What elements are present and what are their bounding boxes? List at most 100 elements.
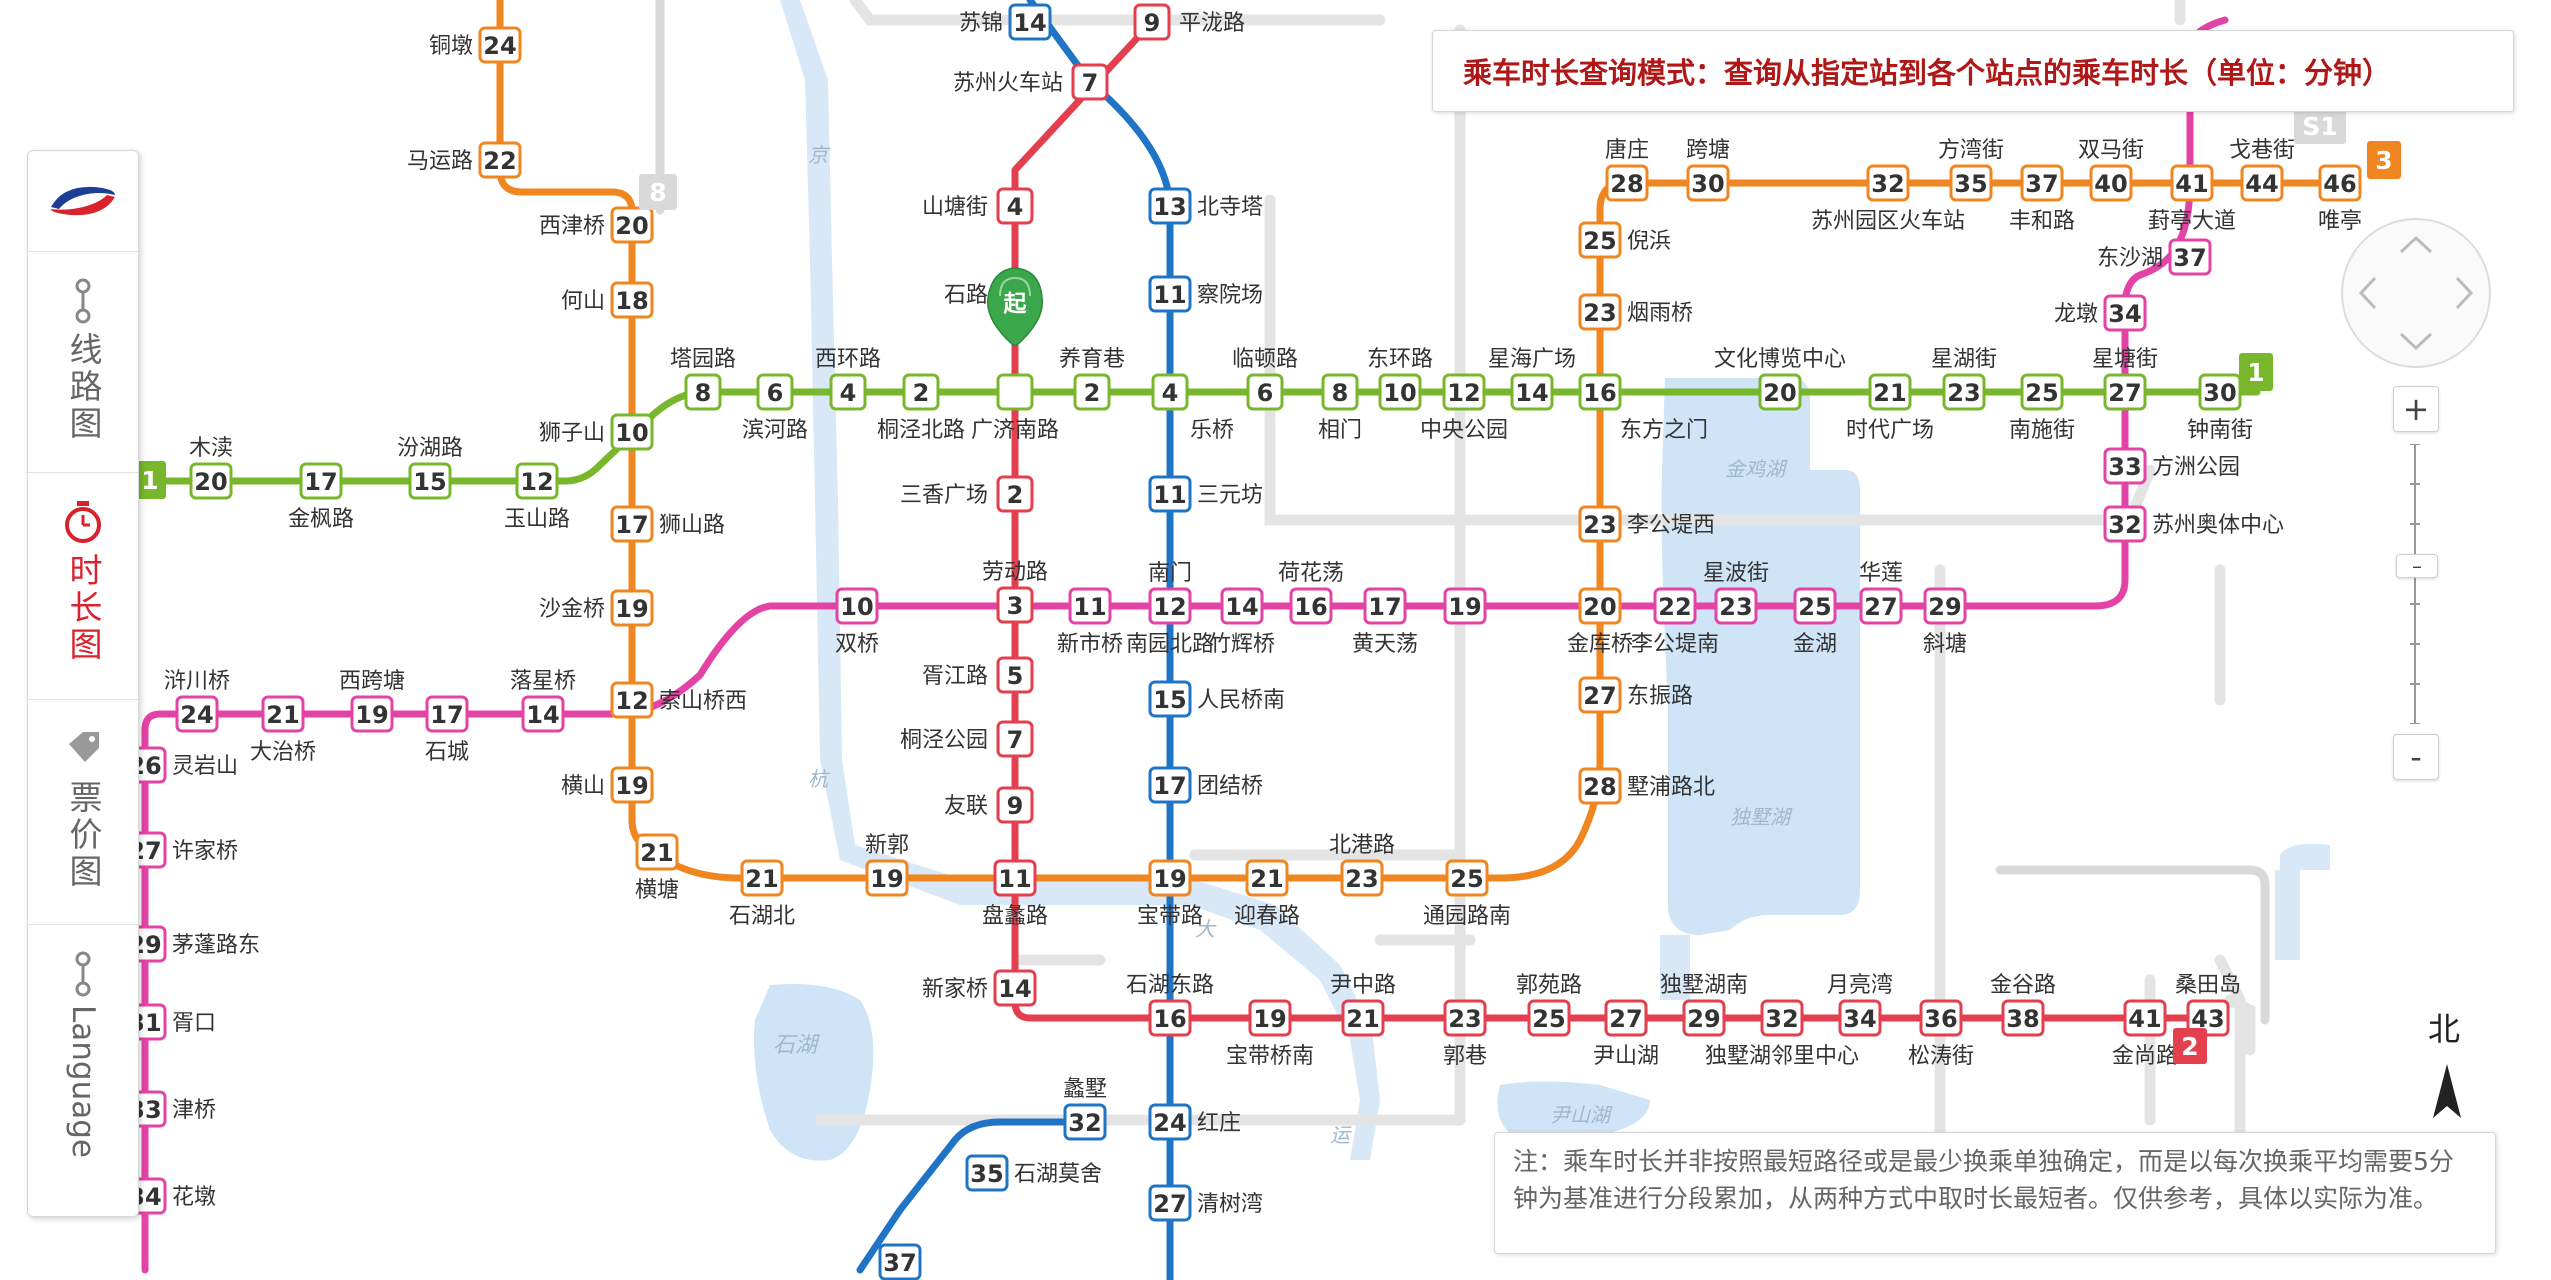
zoom-slider[interactable] xyxy=(2410,444,2420,724)
zoom-slider-handle[interactable]: – xyxy=(2396,554,2438,578)
station-unnamed-101[interactable]: 19 xyxy=(1443,587,1487,625)
sidebar-item-fare-map[interactable]: 票价图 xyxy=(28,700,138,925)
sidebar-item-language[interactable]: Language xyxy=(28,925,138,1215)
station-友联[interactable]: 9友联 xyxy=(944,786,1034,824)
pan-control[interactable] xyxy=(2341,218,2491,368)
station-unnamed-89[interactable]: 37 xyxy=(878,1243,922,1280)
station-相门[interactable]: 8相门 xyxy=(1318,373,1362,443)
zoom-out-button[interactable]: - xyxy=(2393,734,2439,780)
station-广济南路[interactable]: 广济南路 xyxy=(971,373,1059,443)
zoom-in-button[interactable]: + xyxy=(2393,386,2439,432)
start-marker[interactable]: 起 xyxy=(986,267,1044,346)
sidebar-item-route-map[interactable]: 线路图 xyxy=(28,252,138,473)
metro-logo[interactable] xyxy=(28,151,138,252)
station-乐桥[interactable]: 4乐桥 xyxy=(1151,373,1234,443)
